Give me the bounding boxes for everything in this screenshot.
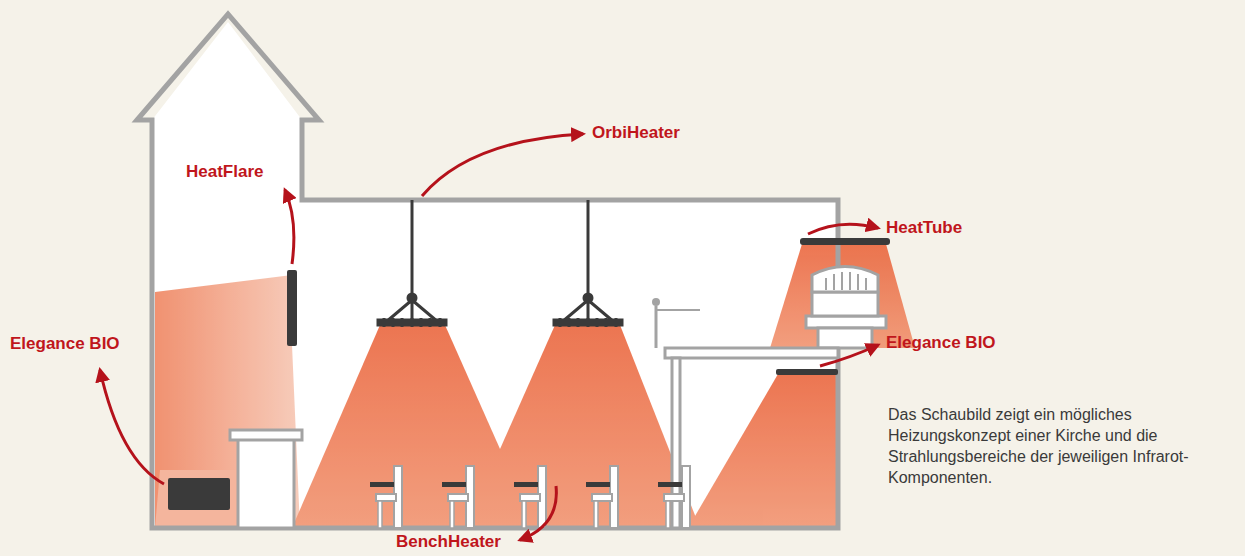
elegance-glow xyxy=(155,470,250,528)
bench-leg xyxy=(594,501,598,528)
bench-seat xyxy=(448,494,468,501)
leader-arrow xyxy=(520,486,556,540)
leader-arrow xyxy=(808,224,878,234)
organ xyxy=(806,267,886,349)
bench-leg xyxy=(378,501,382,528)
bench-heater xyxy=(442,482,466,487)
railing-knob xyxy=(652,298,660,306)
caption: Das Schaubild zeigt ein mögliches Heizun… xyxy=(888,404,1233,488)
component-label: BenchHeater xyxy=(396,532,501,552)
gallery xyxy=(665,348,838,358)
heatflare-radiation xyxy=(155,275,300,528)
bench-heater xyxy=(586,482,610,487)
bench-seat xyxy=(376,494,396,501)
elegance-heater xyxy=(776,369,838,375)
railing xyxy=(656,309,700,311)
bench-heater xyxy=(658,482,682,487)
component-label: HeatFlare xyxy=(186,162,263,182)
heatflare-panel xyxy=(287,270,297,346)
orbiheater xyxy=(554,200,622,327)
gallery-pillar xyxy=(672,358,680,528)
component-label: HeatTube xyxy=(886,218,962,238)
altar xyxy=(238,438,294,528)
orbiheater xyxy=(378,200,446,327)
elegance-heater xyxy=(168,478,230,510)
bench-seat xyxy=(664,494,684,501)
bench-seat xyxy=(592,494,612,501)
elegance-radiation xyxy=(688,374,836,528)
benches xyxy=(370,466,690,528)
component-label: Elegance BIO xyxy=(886,333,996,353)
component-label: OrbiHeater xyxy=(592,123,680,143)
heattube xyxy=(800,238,890,245)
heattube-radiation xyxy=(770,244,915,348)
leader-arrow xyxy=(422,134,583,196)
altar-top xyxy=(230,430,302,440)
bench-seat xyxy=(520,494,540,501)
bench-leg xyxy=(522,501,526,528)
railing-post xyxy=(655,306,658,348)
leader-arrow xyxy=(285,190,294,264)
leader-arrow xyxy=(820,345,878,366)
radiation-fields xyxy=(155,244,915,528)
church-outline xyxy=(137,14,838,528)
bench-leg xyxy=(666,501,670,528)
bench-leg xyxy=(450,501,454,528)
leader-arrow xyxy=(100,370,164,484)
component-label: Elegance BIO xyxy=(10,334,120,354)
leader-arrows xyxy=(100,134,878,540)
church-interior xyxy=(152,22,838,528)
bench-heater xyxy=(514,482,538,487)
bench-heater xyxy=(370,482,394,487)
